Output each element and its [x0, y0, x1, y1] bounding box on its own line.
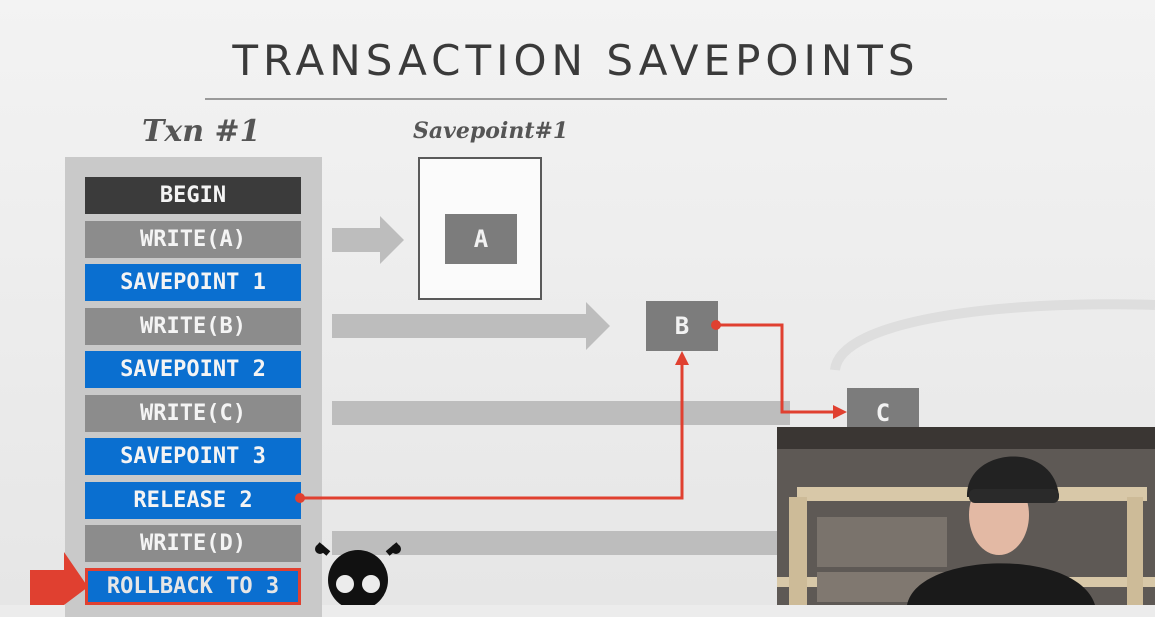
op-savepoint-1: SAVEPOINT 1: [85, 264, 301, 301]
slide-title: TRANSACTION SAVEPOINTS: [232, 36, 920, 85]
pointer-release-dot: [295, 493, 305, 503]
skull-icon: [315, 542, 401, 605]
op-write-a: WRITE(A): [85, 221, 301, 258]
arrow-write-b: [332, 302, 610, 350]
pointer-b-to-c: [718, 323, 835, 414]
op-savepoint-2: SAVEPOINT 2: [85, 351, 301, 388]
value-a: A: [445, 214, 517, 264]
arrow-write-c: [332, 401, 790, 425]
op-savepoint-3: SAVEPOINT 3: [85, 438, 301, 475]
txn-label: Txn #1: [142, 114, 261, 149]
arrow-write-a: [332, 216, 404, 264]
title-divider: [205, 98, 947, 100]
op-write-d: WRITE(D): [85, 525, 301, 562]
op-begin: BEGIN: [85, 177, 301, 214]
pointer-b-to-c-head: [833, 405, 847, 419]
op-write-c: WRITE(C): [85, 395, 301, 432]
pointer-release-to-b: [300, 362, 684, 500]
op-release-2: RELEASE 2: [85, 482, 301, 519]
op-write-b: WRITE(B): [85, 308, 301, 345]
savepoint-label: Savepoint#1: [413, 118, 569, 144]
pointer-arrow-icon: [30, 552, 88, 605]
pointer-release-to-b-head: [675, 351, 689, 365]
background-curve: [830, 299, 1155, 372]
op-rollback-to-3: ROLLBACK TO 3: [85, 568, 301, 605]
webcam-overlay: [777, 427, 1155, 605]
pointer-b-dot: [711, 320, 721, 330]
value-b: B: [646, 301, 718, 351]
arrow-write-d: [332, 531, 790, 555]
webcam-video: [777, 427, 1155, 605]
